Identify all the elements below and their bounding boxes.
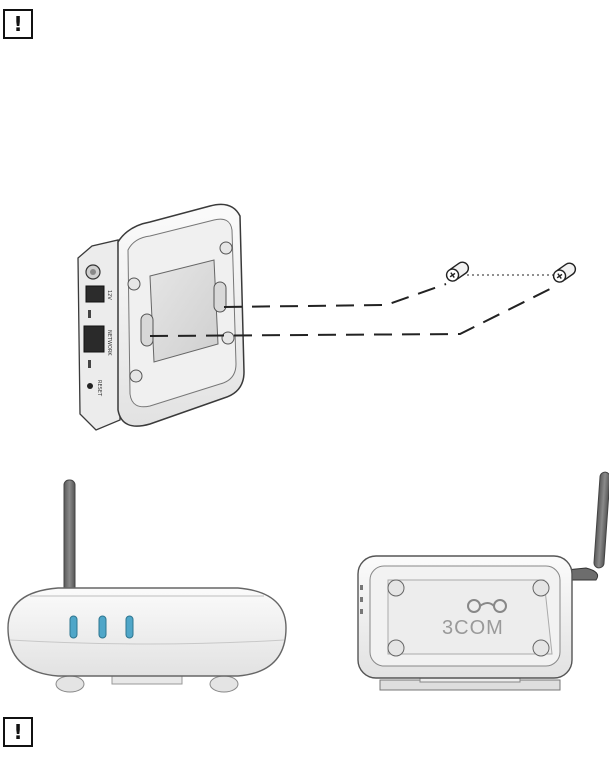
reset-label: RESET xyxy=(96,380,102,397)
status-led-1 xyxy=(70,616,77,638)
caution-icon: ! xyxy=(3,717,33,747)
antenna-upright xyxy=(594,472,609,568)
device-rear-view: 12V NETWORK RESET xyxy=(78,204,244,430)
wall-screw-right xyxy=(551,261,578,285)
power-port-label: 12V xyxy=(106,290,112,300)
device-stand-view: 3COM xyxy=(358,472,609,690)
network-port xyxy=(84,326,104,352)
status-led-2 xyxy=(99,616,106,638)
device-front-view xyxy=(8,480,286,692)
caution-glyph: ! xyxy=(13,720,22,744)
brand-text: 3COM xyxy=(442,617,504,639)
wall-screw-left xyxy=(444,260,471,284)
power-port xyxy=(86,286,104,302)
status-led-3 xyxy=(126,616,133,638)
reset-button xyxy=(87,383,93,389)
network-port-label: NETWORK xyxy=(106,330,112,356)
antenna xyxy=(64,480,75,594)
